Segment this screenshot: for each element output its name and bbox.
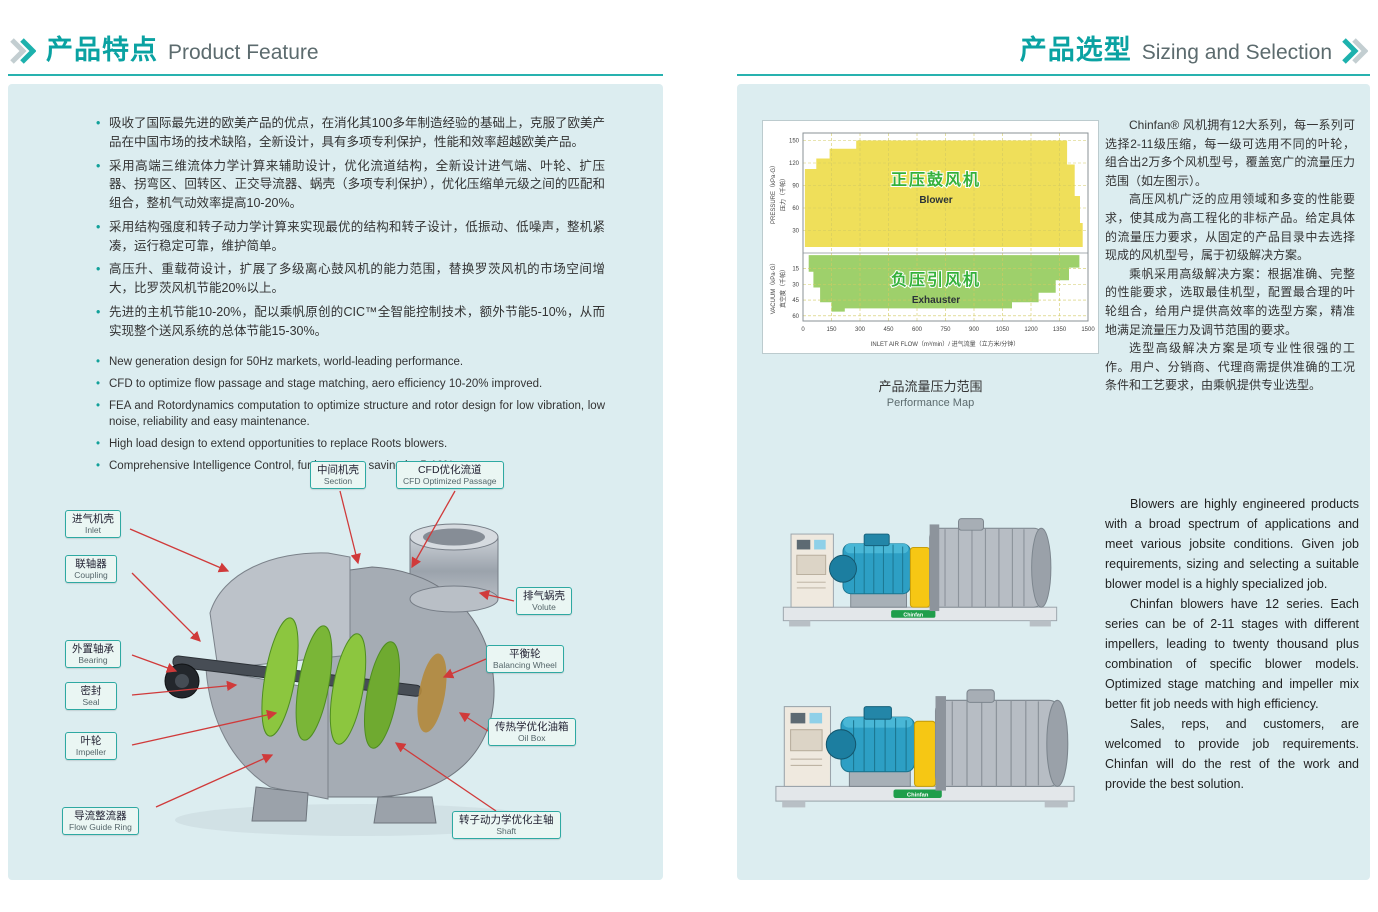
paragraph-zh: 乘帆采用高级解决方案：根据准确、完整的性能要求，选取最佳机型，配置最合理的叶轮组…: [1105, 266, 1355, 337]
svg-text:60: 60: [792, 206, 799, 212]
right-header-chevrons-icon: [1342, 38, 1368, 64]
right-page-header: 产品选型 Sizing and Selection: [1010, 28, 1368, 67]
left-page-title-en: Product Feature: [168, 41, 319, 64]
callout-leader-lines: [129, 490, 515, 812]
svg-text:1200: 1200: [1024, 327, 1038, 333]
svg-text:150: 150: [826, 327, 837, 333]
blower-photo-1: [770, 484, 1070, 638]
callout-coupling: 联轴器 Coupling: [65, 555, 117, 584]
feature-item-en: Comprehensive Intelligence Control, furt…: [96, 458, 605, 475]
svg-text:900: 900: [969, 327, 980, 333]
callout-section: 中间机壳 Section: [310, 461, 366, 490]
svg-text:45: 45: [792, 298, 799, 304]
paragraph-zh: Chinfan® 风机拥有12大系列，每一系列可选择2-11级压缩，每一级可选用…: [1105, 118, 1355, 188]
blower-exploded-drawing: [129, 490, 545, 836]
svg-text:1350: 1350: [1053, 327, 1067, 333]
svg-text:450: 450: [883, 327, 894, 333]
callout-inlet: 进气机壳 Inlet: [65, 510, 121, 539]
left-page-title-zh: 产品特点: [46, 35, 158, 65]
right-header-rule: [737, 74, 1370, 76]
svg-text:30: 30: [792, 229, 799, 235]
svg-text:30: 30: [792, 282, 799, 288]
callout-balancing-wheel: 平衡轮 Balancing Wheel: [486, 645, 564, 674]
callout-cfd-passage: CFD优化流道 CFD Optimized Passage: [396, 461, 504, 490]
callout-flow-guide-ring: 导流整流器 Flow Guide Ring: [62, 807, 139, 836]
callout-bearing: 外置轴承 Bearing: [65, 640, 121, 669]
paragraph-en: Sales, reps, and customers, are welcomed…: [1105, 717, 1359, 791]
svg-text:60: 60: [792, 314, 799, 320]
flow-axis-label: INLET AIR FLOW（m³/min）/ 进气流量（立方米/分钟）: [871, 340, 1020, 348]
chart-caption: 产品流量压力范围 Performance Map: [762, 376, 1099, 409]
feature-item-en: FEA and Rotordynamics computation to opt…: [96, 398, 605, 431]
feature-item-zh: 采用结构强度和转子动力学计算来实现最优的结构和转子设计，低振动、低噪声，整机紧凑…: [96, 218, 605, 256]
pressure-axis-label-zh: 压力（千帕）: [779, 175, 787, 211]
vacuum-axis-label-en: VACUUM（kPa·G）: [770, 260, 777, 315]
blower-region-label-zh: 正压鼓风机: [891, 170, 981, 189]
right-page-title-en: Sizing and Selection: [1141, 41, 1332, 64]
feature-item-zh: 高压升、重载荷设计，扩展了多级离心鼓风机的能力范围，替换罗茨风机的市场空间增大，…: [96, 260, 605, 298]
callout-volute: 排气蜗壳 Volute: [516, 587, 572, 616]
exhauster-region-label-zh: 负压引风机: [891, 270, 981, 289]
feature-item-en: New generation design for 50Hz markets, …: [96, 354, 605, 371]
paragraph-en: Chinfan blowers have 12 series. Each ser…: [1105, 597, 1359, 711]
left-page-header: 产品特点 Product Feature: [10, 28, 319, 67]
svg-text:1500: 1500: [1081, 327, 1095, 333]
feature-item-zh: 采用高端三维流体力学计算来辅助设计，优化流道结构，全新设计进气端、叶轮、扩压器、…: [96, 157, 605, 213]
performance-map-chart: 0 150 300 450 600 750 900 1050 1200 1350 1500 30 60 9…: [762, 120, 1099, 354]
svg-text:0: 0: [801, 327, 805, 333]
svg-text:150: 150: [789, 139, 800, 145]
svg-text:15: 15: [792, 267, 799, 273]
paragraph-zh: 高压风机广泛的应用领域和多变的性能要求，使其成为高工程化的非标产品。给定具体的流…: [1105, 192, 1355, 263]
blower-photo-2: [765, 652, 1085, 820]
callout-impeller: 叶轮 Impeller: [65, 732, 117, 761]
feature-item-en: CFD to optimize flow passage and stage m…: [96, 376, 605, 393]
sizing-text-zh: Chinfan® 风机拥有12大系列，每一系列可选择2-11级压缩，每一级可选用…: [1105, 116, 1355, 395]
chart-caption-zh: 产品流量压力范围: [878, 379, 983, 394]
feature-list-en: New generation design for 50Hz markets, …: [96, 354, 605, 474]
feature-list-zh: 吸收了国际最先进的欧美产品的优点，在消化其100多年制造经验的基础上，克服了欧美…: [96, 114, 605, 340]
feature-item-zh: 吸收了国际最先进的欧美产品的优点，在消化其100多年制造经验的基础上，克服了欧美…: [96, 114, 605, 152]
blower-exploded-diagram: 中间机壳 Section CFD优化流道 CFD Optimized Passa…: [60, 455, 660, 860]
blower-region-label-en: Blower: [919, 195, 952, 206]
svg-text:300: 300: [855, 327, 866, 333]
left-header-rule: [8, 74, 663, 76]
pressure-axis-label-en: PRESSURE（kPa·G）: [770, 162, 777, 224]
callout-shaft: 转子动力学优化主轴 Shaft: [452, 811, 561, 840]
svg-text:1050: 1050: [996, 327, 1010, 333]
svg-text:90: 90: [792, 184, 799, 190]
paragraph-zh: 选型高级解决方案是项专业性很强的工作。用户、分销商、代理商需提供准确的工况条件和…: [1105, 341, 1355, 393]
right-page-title-zh: 产品选型: [1019, 35, 1132, 65]
paragraph-en: Blowers are highly engineered products w…: [1105, 497, 1359, 591]
callout-seal: 密封 Seal: [65, 682, 117, 711]
feature-item-zh: 先进的主机节能10-20%，配以乘帆原创的CIC™全智能控制技术，额外节能5-1…: [96, 303, 605, 341]
right-panel: 0 150 300 450 600 750 900 1050 1200 1350 1500 30 60 9…: [737, 84, 1370, 880]
left-header-chevrons-icon: [10, 38, 36, 64]
vacuum-axis-label-zh: 真空度（千帕）: [779, 266, 787, 308]
chart-caption-en: Performance Map: [886, 397, 975, 409]
svg-text:750: 750: [940, 327, 951, 333]
feature-item-en: High load design to extend opportunities…: [96, 436, 605, 453]
left-panel: 吸收了国际最先进的欧美产品的优点，在消化其100多年制造经验的基础上，克服了欧美…: [8, 84, 663, 880]
exhauster-region-label-en: Exhauster: [912, 295, 960, 306]
svg-text:600: 600: [912, 327, 923, 333]
callout-oil-box: 传热学优化油箱 Oil Box: [488, 718, 576, 747]
svg-text:120: 120: [789, 161, 800, 167]
sizing-text-en: Blowers are highly engineered products w…: [1105, 494, 1359, 794]
